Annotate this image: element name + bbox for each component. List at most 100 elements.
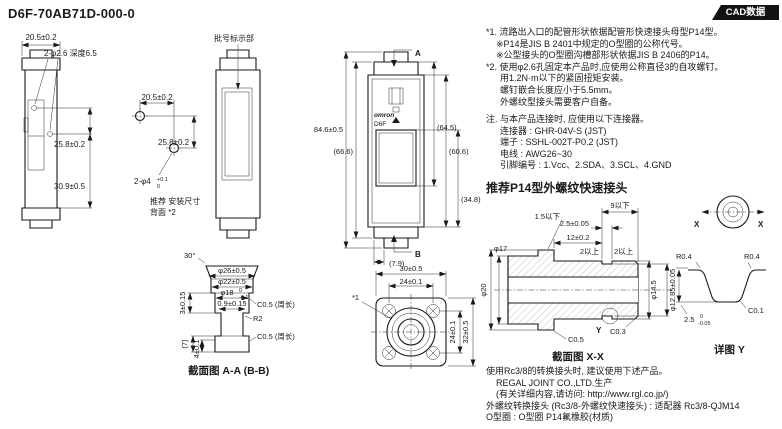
dim-label-d20: φ20 <box>479 283 488 296</box>
dim-label-d26: φ26±0.5 <box>218 266 246 275</box>
dim-label-lower: 30.9±0.5 <box>54 182 86 191</box>
dim-label-pitch: 25.8±0.2 <box>54 140 86 149</box>
mounting-view: 20.5±0.2 25.8±0.2 2-φ4 +0.1 0 推荐 安装尺寸 背面… <box>132 93 200 217</box>
dim-label-d17: φ17 <box>494 244 507 253</box>
dim-label-r2: R2 <box>253 314 263 323</box>
tolerance-upper: +0.1 <box>157 177 168 183</box>
tolerance-upper: 0 <box>239 288 242 294</box>
notes-block: *1. 流路出入口的配管形状依据配管形快速接头母型P14型。 ※P14是JIS … <box>486 27 778 108</box>
dim-label-25: 2.5±0.05 <box>560 219 589 228</box>
dim-label-d22: φ22±0.5 <box>218 277 246 286</box>
connector-detail <box>388 87 404 113</box>
dim-label-holes: 2-φ2.6 深度6.5 <box>44 48 97 58</box>
tolerance-lower: 0 <box>157 184 160 190</box>
note-line: 用1.2N·m以下的紧固扭矩安装。 <box>500 73 629 84</box>
dim-label-width: 20.5±0.2 <box>141 93 173 102</box>
note-line: 外螺纹型接头需要客户自备。 <box>500 96 618 107</box>
ref1-leader <box>361 301 393 320</box>
detail-y-view: R0.4 R0.4 C0.1 2.5 0 -0.05 详图 Y <box>676 252 766 356</box>
dim-label-32: 32±0.5 <box>461 321 470 344</box>
c03-leader <box>625 317 637 328</box>
dim-label-d18: φ18 <box>220 288 233 297</box>
note-line: 注. 与本产品连接时, 应使用以下连接器。 <box>486 114 650 124</box>
main-view-extension-lines <box>344 51 461 265</box>
note-line: *1. 流路出入口的配管形状依据配管形快速接头母型P14型。 <box>486 27 723 37</box>
note-line: 引脚编号 : 1.Vcc、2.SDA、3.SCL、4.GND <box>500 160 672 171</box>
front-view-outline <box>21 49 61 229</box>
cut-label-x2: X <box>758 220 764 229</box>
dim-label-d1285: φ12.85±0.05 <box>668 269 677 311</box>
note-line: 端子 : SSHL-002T-P0.2 (JST) <box>500 137 619 148</box>
section-aa-feature-lines <box>211 278 253 337</box>
detail-extension-lines <box>676 267 719 303</box>
display-window <box>375 129 417 187</box>
dim-label-348: (34.8) <box>461 195 481 204</box>
footer-line: (有关详细内容,请访问: http://www.rgl.co.jp/) <box>496 389 669 400</box>
detail-y-circle <box>601 307 619 325</box>
footer-line: 外螺纹转换接头 (Rc3/8-外螺纹快速接头) : 适配器 Rc3/8-QJM1… <box>486 400 740 411</box>
section-marker-a: A <box>415 49 421 58</box>
section-aa-view: 30° φ26±0.5 φ22±0.5 φ18 0 -0.1 0.9±0.15 … <box>178 251 295 377</box>
flange-screw <box>426 346 440 360</box>
flange-screw <box>382 346 396 360</box>
cut-label-x1: X <box>694 220 700 229</box>
label-recess <box>221 87 253 181</box>
brand-text: omron <box>374 112 394 119</box>
hole-centerlines <box>132 108 182 156</box>
dim-label-c03: C0.3 <box>610 327 626 336</box>
dim-label-606: (60.6) <box>449 147 469 156</box>
dim-label-24: 24±0.1 <box>400 277 423 286</box>
groove-profile <box>688 269 766 303</box>
mounting-caption-line2: 背面 *2 <box>150 207 176 217</box>
footer-line: 使用Rc3/8的转换接头时, 建议使用下述产品。 <box>486 366 668 376</box>
ref-label-1: *1 <box>352 293 359 302</box>
note-line: ※P14是JIS B 2401中规定的O型圈的公称代号。 <box>496 38 688 49</box>
dim-label-2-left: 2以上 <box>580 247 600 256</box>
dim-label-c05: C0.5 <box>568 335 584 344</box>
dim-label-30: 30±0.5 <box>400 264 423 273</box>
section-aa-extension-lines <box>188 292 215 353</box>
dim-label-c05-top: C0.5 (周长) <box>257 299 295 309</box>
section-aa-caption: 截面图 A-A (B-B) <box>188 364 269 377</box>
dim-label-pitch: 25.8±0.2 <box>158 138 190 147</box>
dim-label-r04-right: R0.4 <box>744 252 760 261</box>
side-view: 批号标示部 <box>214 33 261 239</box>
dim-label-79: (7.9) <box>389 259 405 268</box>
connector-notes-block: 注. 与本产品连接时, 应使用以下连接器。 连接器 : GHR-04V-S (J… <box>486 114 778 172</box>
tolerance-lower: -0.05 <box>698 321 711 327</box>
angle-leader <box>197 257 206 264</box>
section-xx-caption: 截面图 X-X <box>552 350 604 363</box>
display-window-inner <box>378 132 414 184</box>
dim-label-width: 20.5±0.2 <box>25 33 57 42</box>
main-view-inner-border <box>371 78 421 224</box>
dim-label-2-right: 2以上 <box>614 247 634 256</box>
leader-arrowhead <box>236 83 240 90</box>
footer-line: REGAL JOINT CO.,LTD.生产 <box>496 377 613 388</box>
dim-label-24r: 24±0.1 <box>448 321 457 344</box>
bottom-view-extension-lines <box>375 271 476 367</box>
tolerance-upper: 0 <box>700 314 703 320</box>
section-marker-b: B <box>415 250 421 259</box>
dim-label-846: 84.6±0.5 <box>314 125 343 134</box>
front-view: 20.5±0.2 2-φ2.6 深度6.5 25.8±0.2 30.9±0.5 <box>21 33 97 229</box>
dim-label-15: 1.5以下 <box>535 212 561 221</box>
dim-label-09: 0.9±0.15 <box>217 299 246 308</box>
d15-leader <box>547 219 563 250</box>
xx-end-view: X X <box>694 195 765 229</box>
main-view: omron D6F A B 84.6±0.5 (66.6) (64.5) (60… <box>314 49 481 268</box>
dim-label-4: 4±0.1 <box>192 340 201 359</box>
note-line: *2. 使用φ2.6孔固定本产品时,应使用公称直径3的自攻螺钉。 <box>486 61 724 72</box>
c05-leader <box>553 330 567 340</box>
dim-label-r04-left: R0.4 <box>676 252 692 261</box>
dim-label-c01: C0.1 <box>748 306 764 315</box>
dim-label-666: (66.6) <box>333 147 353 156</box>
right-leaders <box>244 298 257 342</box>
footer-line: O型圈 : O型圈 P14氟橡胶(材质) <box>486 412 614 423</box>
bottom-flange-view: 30±0.5 24±0.1 32±0.5 24±0.1 *1 <box>352 264 476 370</box>
detail-leaders <box>680 261 752 315</box>
dim-label-c05-bottom: C0.5 (周长) <box>257 331 295 341</box>
dim-label-angle: 30° <box>184 251 195 260</box>
batch-label-text: 批号标示部 <box>214 33 254 43</box>
dim-label-d145: φ14.5 <box>649 280 658 299</box>
